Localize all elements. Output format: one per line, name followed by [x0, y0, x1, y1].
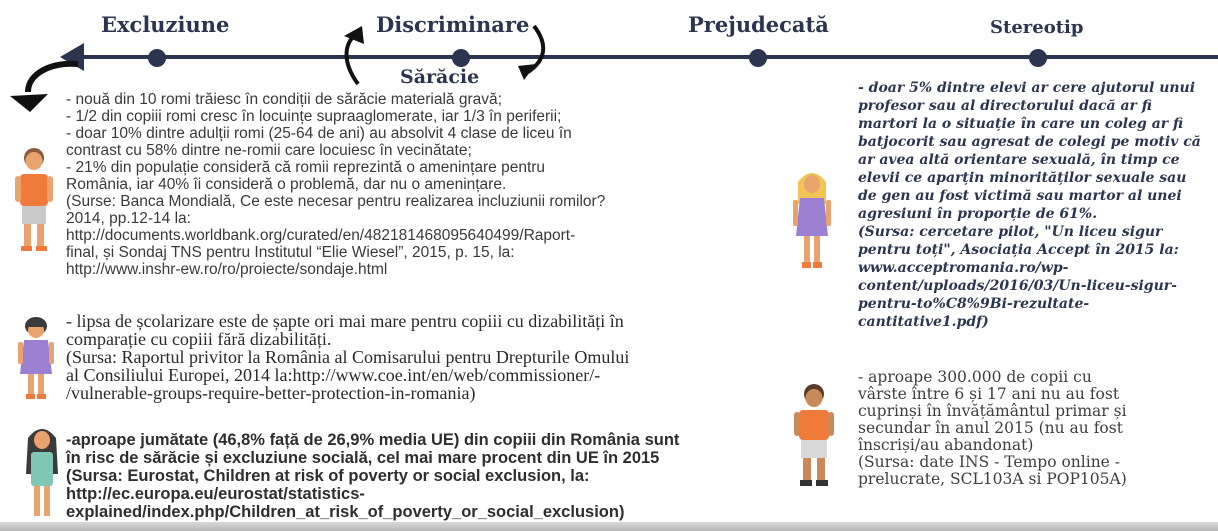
text-line: prelucrate, SCL103A si POP105A): [858, 470, 1127, 488]
curved-arrow-right-head: [518, 64, 536, 80]
text-line: înscriși/au abandonat): [858, 436, 1034, 454]
center-title: Sărăcie: [400, 66, 480, 88]
text-line: http://ec.europa.eu/eurostat/statistics-: [66, 485, 365, 503]
curved-arrow-big-head: [10, 94, 48, 112]
child-girl-blonde-icon: [793, 173, 831, 268]
timeline-dot-discriminare: [452, 49, 470, 67]
text-line: în risc de sărăcie și excluziune socială…: [66, 449, 660, 467]
text-line: 2014, pp.12-14 la:: [66, 210, 191, 227]
text-line: ar avea altă orientare sexuală, în timp …: [858, 152, 1180, 168]
text-line: http://www.inshr-ew.ro/ro/proiecte/sonda…: [66, 261, 388, 278]
text-line: - doar 10% dintre adulții romi (25-64 de…: [66, 125, 572, 142]
curved-arrow-big: [25, 60, 79, 93]
text-line: - 1/2 din copiii romi cresc în locuințe …: [66, 108, 562, 125]
timeline-label-discriminare: Discriminare: [376, 12, 530, 37]
child-boy-orange-right-icon: [794, 384, 834, 486]
text-line: elevii ce aparțin minorităților sexuale …: [858, 170, 1187, 186]
text-line: comparație cu copiii fără dizabilități.: [66, 329, 332, 349]
text-line: - lipsa de școlarizare este de șapte ori…: [66, 311, 624, 331]
timeline-label-prejudecata: Prejudecată: [688, 12, 829, 37]
text-line: (Sursa: cercetare pilot, "Un liceu sigur: [858, 224, 1163, 240]
timeline-label-excluziune: Excluziune: [101, 12, 230, 37]
text-line: explained/index.php/Children_at_risk_of_…: [66, 503, 625, 521]
text-line: cantitative1.pdf): [858, 314, 989, 330]
text-line: cuprinși în învățământul primar și: [858, 402, 1127, 420]
block-orientare-sexuala: - doar 5% dintre elevi ar cere ajutorul …: [858, 79, 1201, 331]
text-line: al Consiliului Europei, 2014 la:http://w…: [66, 365, 601, 385]
text-line: (Surse: Banca Mondială, Ce este necesar …: [66, 193, 606, 210]
text-line: martori la o situație în care un coleg a…: [858, 116, 1184, 132]
text-line: de gen au fost victimă sau martor al une…: [858, 188, 1182, 204]
text-line: (Sursa: Raportul privitor la România al …: [66, 347, 630, 367]
child-girl-purple-icon: [18, 317, 54, 399]
text-line: (Sursa: Eurostat, Children at risk of po…: [66, 467, 590, 485]
text-line: - nouă din 10 romi trăiesc în condiții d…: [66, 91, 502, 108]
text-line: (Sursa: date INS - Tempo online -: [858, 453, 1121, 471]
text-line: /vulnerable-groups-require-better-protec…: [66, 383, 476, 403]
text-line: - aproape 300.000 de copii cu: [858, 368, 1092, 386]
text-line: pentru-to%C8%9Bi-rezultate-: [858, 296, 1090, 312]
text-line: final, și Sondaj TNS pentru Institutul “…: [66, 244, 515, 261]
text-line: pentru toți", Asociația Accept în 2015 l…: [858, 242, 1179, 258]
text-line: - doar 5% dintre elevi ar cere ajutorul …: [858, 80, 1196, 96]
block-saracie-roma: - nouă din 10 romi trăiesc în condiții d…: [66, 91, 605, 278]
text-line: secundar în anul 2015 (nu au fost: [858, 419, 1123, 437]
text-line: content/uploads/2016/03/Un-liceu-sigur-: [858, 278, 1177, 294]
bottom-bar: [0, 522, 1218, 531]
block-scolarizare: - aproape 300.000 de copii cu vârste înt…: [858, 369, 1127, 488]
text-line: -aproape jumătate (46,8% față de 26,9% m…: [66, 431, 680, 449]
text-line: profesor sau al directorului dacă ar fi: [858, 98, 1152, 114]
text-line: contrast cu 58% dintre ne-romii care loc…: [66, 142, 472, 159]
child-girl-long-hair-icon: [26, 429, 58, 516]
text-line: www.acceptromania.ro/wp-: [858, 260, 1069, 276]
text-line: batjocorit sau agresat de colegi pe moti…: [858, 134, 1201, 150]
timeline-dot-stereotip: [1029, 49, 1047, 67]
timeline-dot-excluziune: [148, 49, 166, 67]
curved-arrow-left-head: [344, 26, 364, 44]
text-line: România, iar 40% îi consideră o problemă…: [66, 176, 507, 193]
text-line: - 21% din populație consideră că romii r…: [66, 159, 546, 176]
block-risc-saracie: -aproape jumătate (46,8% față de 26,9% m…: [66, 431, 679, 521]
block-dizabilitati: - lipsa de școlarizare este de șapte ori…: [66, 312, 629, 402]
text-line: http://documents.worldbank.org/curated/e…: [66, 227, 576, 244]
timeline-dot-prejudecata: [749, 49, 767, 67]
text-line: vârste între 6 și 17 ani nu au fost: [858, 385, 1120, 403]
text-line: agresiuni în proporție de 61%.: [858, 206, 1098, 222]
timeline-label-stereotip: Stereotip: [990, 17, 1084, 38]
child-boy-orange-icon: [15, 148, 53, 251]
